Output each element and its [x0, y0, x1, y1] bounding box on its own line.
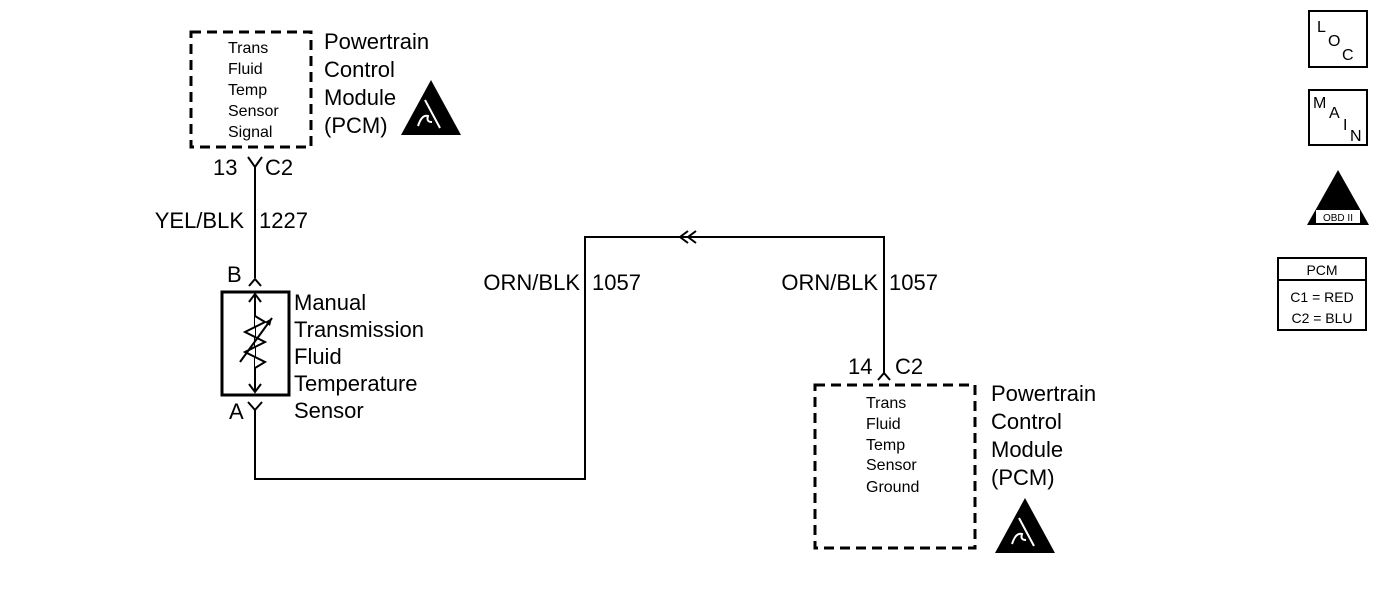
pcm-bottom-function-line: Trans — [866, 395, 906, 412]
pcm-bottom-function-line: Temp — [866, 437, 905, 454]
main-letter: M — [1313, 95, 1326, 112]
wire-mid-color: ORN/BLK — [483, 270, 580, 295]
loc-letter: O — [1328, 33, 1340, 50]
male-terminal-icon — [248, 277, 262, 287]
sensor-name-line: Temperature — [294, 371, 418, 396]
sensor-terminal-b: B — [227, 262, 242, 287]
pcm-bottom-connector: C2 — [895, 354, 923, 379]
pcm-top-function: Trans Fluid Temp Sensor Signal — [228, 40, 279, 141]
pcm-top-pin: 13 — [213, 155, 237, 180]
sensor-terminal-a: A — [229, 399, 244, 424]
pcm-bottom-name-line: (PCM) — [991, 465, 1055, 490]
pcm-legend-row: C1 = RED — [1290, 289, 1353, 305]
main-letter: N — [1350, 128, 1362, 145]
pcm-top-name-line: (PCM) — [324, 113, 388, 138]
loc-symbol[interactable]: L O C — [1308, 10, 1368, 68]
esd-warning-icon — [401, 80, 461, 135]
obd-label: OBD II — [1323, 213, 1353, 224]
main-letter: I — [1343, 117, 1347, 134]
wire-1057 — [254, 236, 885, 480]
female-terminal-icon — [247, 156, 263, 169]
pcm-bottom-name-line: Control — [991, 409, 1062, 434]
female-terminal-icon — [247, 401, 263, 412]
sensor-box — [220, 290, 291, 397]
pcm-top-function-line: Sensor — [228, 103, 279, 120]
pcm-top-name: Powertrain Control Module (PCM) — [324, 29, 429, 138]
esd-warning-icon — [995, 498, 1055, 553]
sensor-name-line: Manual — [294, 290, 366, 315]
loc-letter: C — [1342, 47, 1354, 64]
loc-letter: L — [1317, 19, 1326, 36]
main-symbol[interactable]: M A I N — [1308, 89, 1368, 146]
thermistor-icon — [239, 292, 273, 394]
sensor-name-line: Sensor — [294, 398, 364, 423]
pcm-bottom-name-line: Module — [991, 437, 1063, 462]
obd-numeral: II — [1334, 191, 1343, 208]
wire-right-circuit: 1057 — [889, 270, 938, 295]
pcm-bottom-name: Powertrain Control Module (PCM) — [991, 381, 1096, 490]
main-letter: A — [1329, 105, 1340, 122]
wire-top-color: YEL/BLK — [155, 208, 245, 233]
pcm-top-function-line: Signal — [228, 124, 272, 141]
sensor-name-line: Transmission — [294, 317, 424, 342]
sensor-name: Manual Transmission Fluid Temperature Se… — [294, 290, 424, 423]
pcm-bottom-name-line: Powertrain — [991, 381, 1096, 406]
pcm-bottom-pin: 14 — [848, 354, 872, 379]
in-line-connector-icon — [678, 230, 697, 244]
pcm-top-box — [189, 30, 313, 149]
wire-right-color: ORN/BLK — [781, 270, 878, 295]
pcm-legend-row: C2 = BLU — [1291, 310, 1352, 326]
sensor-name-line: Fluid — [294, 344, 342, 369]
pcm-top-connector: C2 — [265, 155, 293, 180]
pcm-legend-title: PCM — [1306, 262, 1337, 278]
pcm-bottom-function-line: Ground — [866, 479, 919, 496]
pcm-top-name-line: Control — [324, 57, 395, 82]
pcm-top-function-line: Trans — [228, 40, 268, 57]
pcm-connector-legend: PCM C1 = RED C2 = BLU — [1277, 257, 1367, 331]
pcm-bottom-box — [813, 383, 977, 550]
pcm-top-function-line: Temp — [228, 82, 267, 99]
wire-top-circuit: 1227 — [259, 208, 308, 233]
pcm-top-function-line: Fluid — [228, 61, 263, 78]
pcm-bottom-function-line: Fluid — [866, 416, 901, 433]
pcm-bottom-function: Trans Fluid Temp Sensor Ground — [866, 395, 919, 496]
male-terminal-icon — [877, 371, 891, 381]
wire-mid-circuit: 1057 — [592, 270, 641, 295]
obd-ii-icon[interactable]: II OBD II — [1307, 170, 1369, 225]
pcm-top-name-line: Powertrain — [324, 29, 429, 54]
pcm-top-name-line: Module — [324, 85, 396, 110]
pcm-bottom-function-line: Sensor — [866, 457, 917, 474]
